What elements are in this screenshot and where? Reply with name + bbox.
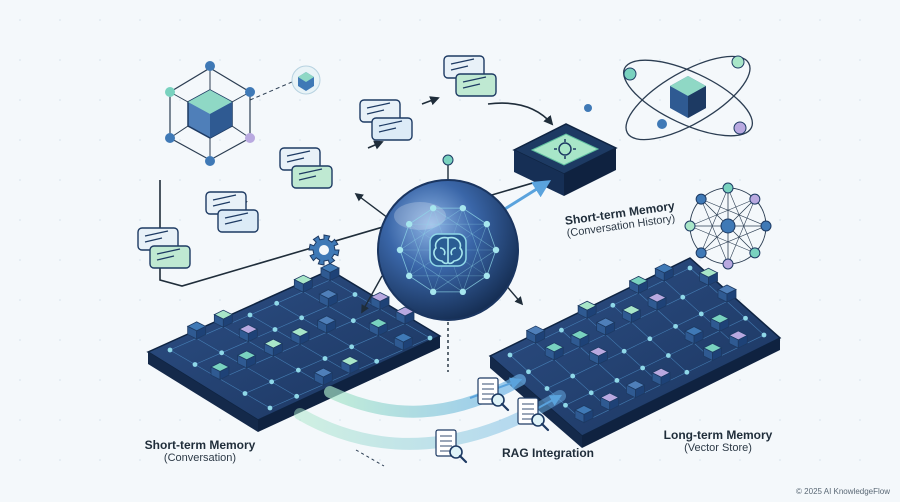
memory-node <box>192 362 198 367</box>
long-term-memory-subtitle: (Vector Store) <box>684 442 752 455</box>
memory-node <box>665 353 671 358</box>
memory-node <box>640 365 646 371</box>
memory-node <box>167 347 173 353</box>
document-search-icons <box>435 377 550 464</box>
document-search-icon <box>517 397 550 432</box>
lead-line <box>355 449 385 467</box>
short-term-node-grid <box>167 263 433 411</box>
atom-cube-icon <box>584 55 754 141</box>
network-node <box>749 193 761 205</box>
memory-node <box>526 369 531 375</box>
network-sphere-icon <box>684 182 772 270</box>
memory-node <box>544 386 550 391</box>
central-ai-sphere <box>354 154 552 372</box>
neural-node <box>492 246 500 254</box>
network-node <box>760 220 772 232</box>
memory-node <box>570 373 576 379</box>
neural-node <box>459 288 467 296</box>
brain-icon <box>433 236 463 265</box>
chat-bubble-icon <box>205 191 259 233</box>
chat-bubble-icon <box>443 55 497 97</box>
chat-bubble-icon <box>279 147 333 189</box>
network-node <box>695 247 707 259</box>
neural-node <box>483 272 491 280</box>
short-term-conversation-subtitle: (Conversation) <box>163 452 237 465</box>
neural-node <box>405 220 413 228</box>
neural-node <box>396 246 404 254</box>
chat-bubble-icon <box>137 227 191 269</box>
memory-node <box>563 402 568 408</box>
long-term-memory-title: Long-term Memory <box>663 428 773 442</box>
neural-node <box>405 272 413 280</box>
gear-icon <box>308 234 340 266</box>
memory-node <box>684 369 690 375</box>
memory-node <box>374 358 380 364</box>
memory-node <box>219 350 225 356</box>
memory-node <box>294 393 300 399</box>
copyright-footer: © 2025 AI KnowledgeFlow <box>796 487 890 496</box>
memory-node <box>242 391 248 396</box>
document-search-icon <box>435 429 468 464</box>
rag-integration-title: RAG Integration <box>502 446 594 460</box>
memory-node <box>673 323 678 329</box>
memory-node <box>269 379 275 385</box>
conversation-messages <box>137 55 497 269</box>
memory-node <box>621 348 627 354</box>
memory-node <box>295 367 301 373</box>
network-node <box>749 247 761 259</box>
memory-node <box>299 315 305 321</box>
network-node <box>722 182 734 194</box>
memory-node <box>427 335 433 341</box>
neural-node <box>459 204 467 212</box>
short-term-conversation-title: Short-term Memory <box>144 438 256 452</box>
network-node <box>695 193 707 205</box>
memory-node <box>610 302 616 308</box>
long-term-memory-label: Long-term Memory (Vector Store) <box>648 428 788 456</box>
document-search-icon <box>477 377 510 412</box>
memory-node <box>698 311 704 317</box>
memory-node <box>349 344 355 350</box>
neural-node <box>483 220 491 228</box>
rag-integration-label: RAG Integration <box>488 446 608 460</box>
short-term-conversation-label: Short-term Memory (Conversation) <box>130 438 270 466</box>
memory-node <box>743 315 748 321</box>
processor-chip-icon <box>512 123 618 196</box>
neural-node <box>429 288 437 296</box>
memory-node <box>247 312 253 318</box>
memory-node <box>507 352 513 358</box>
gem-network <box>165 61 321 166</box>
neural-node <box>429 204 437 212</box>
memory-node <box>559 327 564 333</box>
memory-node <box>267 405 273 411</box>
memory-node <box>761 332 767 338</box>
chat-bubble-icon <box>359 99 413 141</box>
network-node <box>720 218 736 234</box>
memory-node <box>272 327 278 332</box>
memory-node <box>614 377 620 383</box>
memory-node <box>647 336 653 342</box>
memory-node <box>274 300 280 306</box>
memory-node <box>680 294 686 300</box>
memory-node <box>352 292 358 297</box>
network-node <box>722 258 734 270</box>
memory-node <box>350 318 356 324</box>
memory-node <box>687 265 693 271</box>
memory-node <box>322 356 328 361</box>
memory-node <box>588 390 594 396</box>
network-node <box>684 220 696 232</box>
long-term-node-grid <box>507 263 767 424</box>
